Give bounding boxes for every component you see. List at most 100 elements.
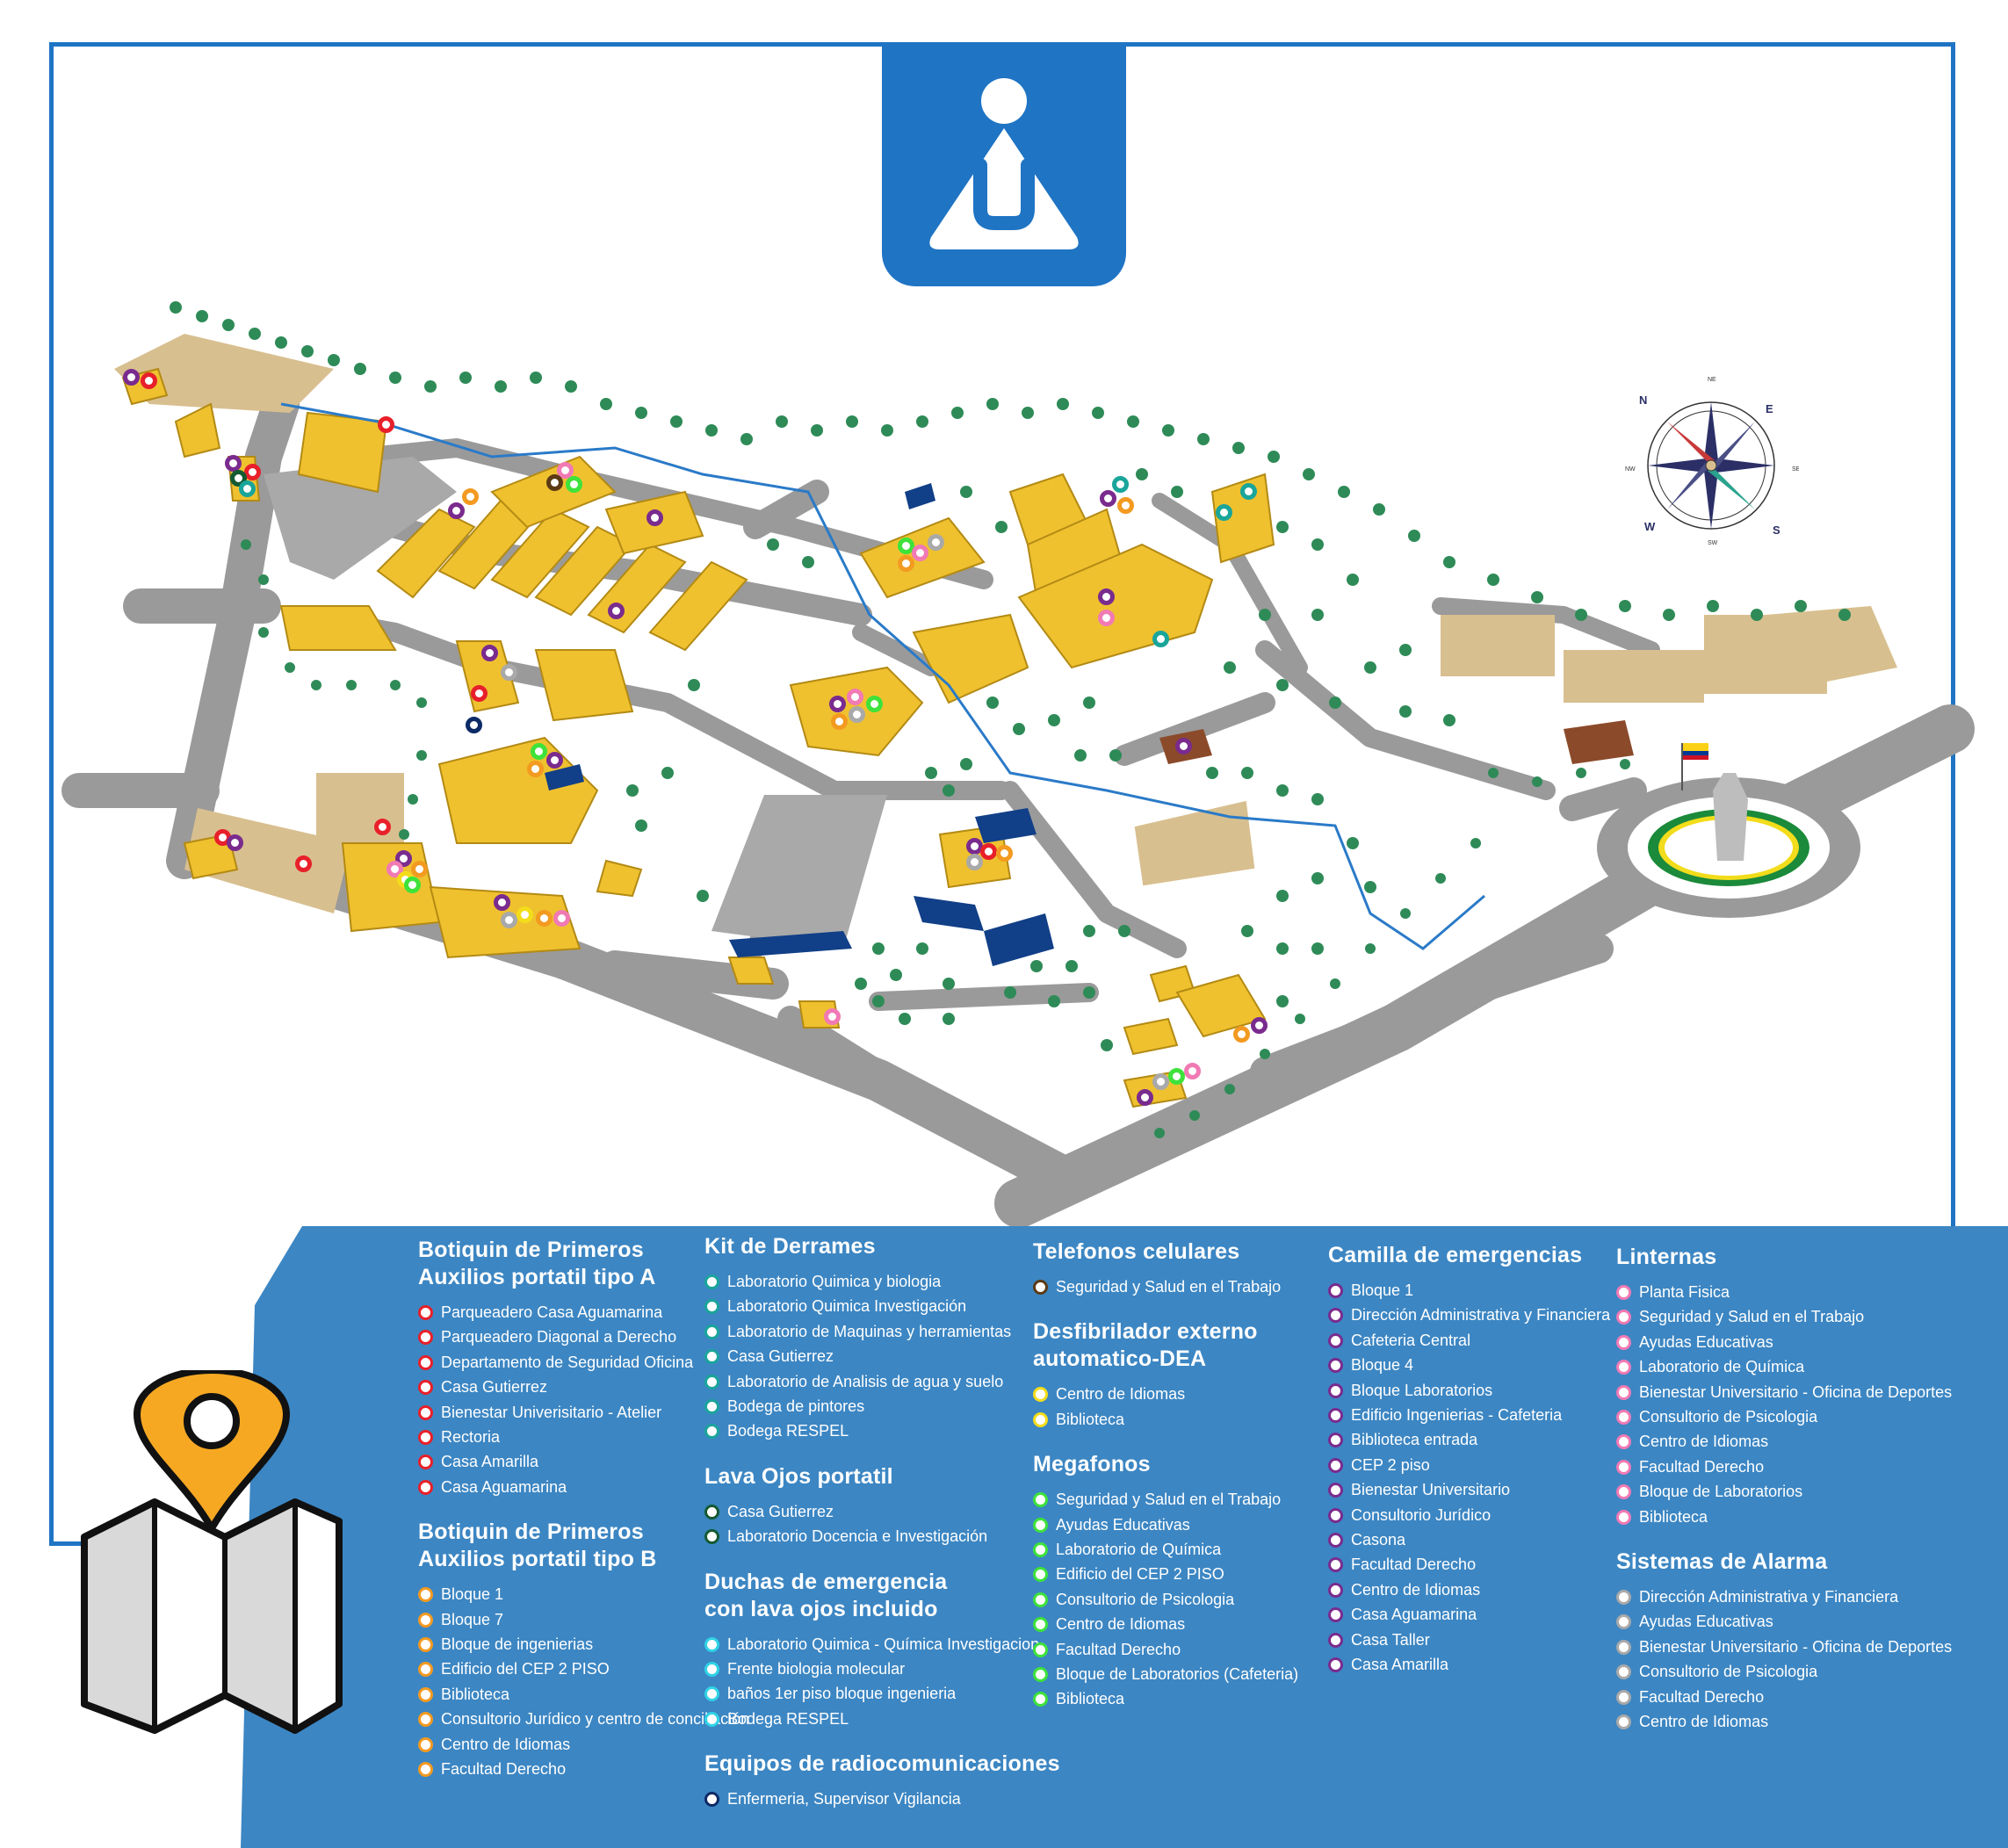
- map-marker[interactable]: [1240, 483, 1257, 500]
- map-marker[interactable]: [1098, 588, 1115, 605]
- map-marker[interactable]: [1152, 631, 1169, 647]
- legend-item-label: Biblioteca: [441, 1685, 510, 1703]
- legend-item: Bloque de Laboratorios (Cafeteria): [1033, 1662, 1298, 1686]
- map-marker[interactable]: [411, 861, 428, 877]
- map-marker[interactable]: [501, 664, 517, 681]
- legend-section-title: Kit de Derrames: [704, 1234, 876, 1259]
- map-marker[interactable]: [466, 717, 482, 733]
- map-marker[interactable]: [494, 894, 510, 911]
- map-marker[interactable]: [516, 906, 533, 923]
- map-marker[interactable]: [536, 910, 553, 927]
- legend-item-label: Cafeteria Central: [1351, 1331, 1471, 1349]
- legend-marker-icon: [704, 1299, 719, 1315]
- map-marker[interactable]: [546, 752, 563, 769]
- legend-item-label: Parqueadero Casa Aguamarina: [441, 1303, 663, 1321]
- map-marker[interactable]: [849, 706, 865, 723]
- legend-item: Centro de Idiomas: [1616, 1429, 1952, 1454]
- legend-item: Rectoria: [418, 1425, 749, 1449]
- legend-item-label: Bienestar Universitario: [1351, 1481, 1511, 1499]
- legend-item-label: Ayudas Educativas: [1639, 1613, 1773, 1631]
- legend-item: Departamento de Seguridad Oficina: [418, 1350, 749, 1375]
- map-marker[interactable]: [225, 455, 242, 472]
- legend-section-title: Telefonos celulares: [1033, 1239, 1240, 1264]
- map-marker[interactable]: [378, 416, 394, 433]
- map-marker[interactable]: [527, 761, 544, 777]
- map-marker[interactable]: [996, 845, 1013, 862]
- legend-item: Casa Taller: [1328, 1628, 1610, 1652]
- compass-nw: NW: [1625, 466, 1636, 473]
- legend-item: Casa Amarilla: [418, 1449, 749, 1474]
- legend-marker-icon: [418, 1380, 433, 1396]
- map-marker[interactable]: [546, 474, 563, 491]
- map-marker[interactable]: [980, 843, 997, 860]
- map-marker[interactable]: [1216, 504, 1232, 521]
- legend-item-label: Dirección Administrativa y Financiera: [1639, 1588, 1899, 1606]
- legend-marker-icon: [1616, 1360, 1631, 1375]
- map-marker[interactable]: [501, 912, 517, 928]
- map-marker[interactable]: [831, 713, 848, 730]
- map-marker[interactable]: [141, 372, 157, 389]
- map-marker[interactable]: [608, 603, 625, 619]
- map-marker[interactable]: [1137, 1089, 1153, 1106]
- map-marker[interactable]: [1117, 497, 1134, 514]
- map-marker[interactable]: [553, 910, 570, 927]
- legend-marker-icon: [1033, 1592, 1048, 1607]
- legend-item: Parqueadero Diagonal a Derecho: [418, 1325, 749, 1349]
- map-marker[interactable]: [1152, 1073, 1169, 1090]
- legend-item: Planta Fisica: [1616, 1280, 1952, 1304]
- legend-item-label: Facultad Derecho: [1351, 1556, 1477, 1574]
- map-marker[interactable]: [898, 555, 914, 572]
- university-logo-icon: [929, 78, 1079, 249]
- map-marker[interactable]: [866, 696, 883, 712]
- map-marker[interactable]: [1100, 490, 1116, 507]
- legend-item-label: CEP 2 piso: [1351, 1455, 1430, 1474]
- legend-background: [241, 1226, 2008, 1848]
- map-marker[interactable]: [928, 534, 944, 551]
- map-marker[interactable]: [123, 369, 140, 386]
- map-marker[interactable]: [295, 855, 312, 872]
- legend-marker-icon: [1616, 1639, 1631, 1655]
- map-marker[interactable]: [481, 645, 498, 661]
- map-marker[interactable]: [471, 685, 488, 702]
- map-marker[interactable]: [1168, 1068, 1185, 1085]
- legend-item: Biblioteca: [418, 1682, 749, 1707]
- map-marker[interactable]: [847, 689, 863, 705]
- map-marker[interactable]: [566, 476, 582, 493]
- map-marker[interactable]: [1112, 476, 1129, 493]
- map-marker[interactable]: [404, 877, 421, 893]
- legend-item: Casona: [1328, 1527, 1610, 1552]
- map-marker[interactable]: [824, 1008, 841, 1025]
- map-marker[interactable]: [557, 462, 574, 479]
- map-marker[interactable]: [1175, 738, 1192, 754]
- legend-item: Casa Gutierrez: [704, 1499, 1060, 1524]
- map-marker[interactable]: [227, 834, 243, 851]
- legend-item-label: Biblioteca: [1056, 1690, 1125, 1708]
- legend-item-label: Casa Gutierrez: [727, 1347, 834, 1366]
- legend-item-label: Centro de Idiomas: [1056, 1385, 1186, 1404]
- legend-marker-icon: [1033, 1667, 1048, 1683]
- map-marker[interactable]: [966, 854, 983, 870]
- legend-item-label: Biblioteca entrada: [1351, 1431, 1478, 1449]
- map-marker[interactable]: [1251, 1017, 1268, 1034]
- map-marker[interactable]: [448, 502, 465, 519]
- legend-marker-icon: [1328, 1308, 1343, 1324]
- map-marker[interactable]: [239, 480, 256, 497]
- legend-item: Edificio del CEP 2 PISO: [418, 1657, 749, 1681]
- compass-s: S: [1773, 523, 1780, 537]
- map-marker[interactable]: [462, 488, 479, 505]
- map-marker[interactable]: [646, 509, 663, 526]
- map-marker[interactable]: [244, 464, 261, 480]
- map-marker[interactable]: [1098, 610, 1115, 626]
- map-marker[interactable]: [912, 545, 928, 561]
- legend-item-label: Casa Aguamarina: [441, 1477, 567, 1496]
- map-marker[interactable]: [1184, 1063, 1201, 1079]
- map-marker[interactable]: [1233, 1026, 1250, 1043]
- map-marker[interactable]: [898, 538, 914, 554]
- map-marker[interactable]: [829, 696, 846, 712]
- map-marker[interactable]: [531, 743, 547, 760]
- map-marker[interactable]: [374, 819, 391, 835]
- legend-item: Laboratorio Quimica Investigación: [704, 1294, 1060, 1318]
- legend-item: Centro de Idiomas: [1616, 1709, 1952, 1734]
